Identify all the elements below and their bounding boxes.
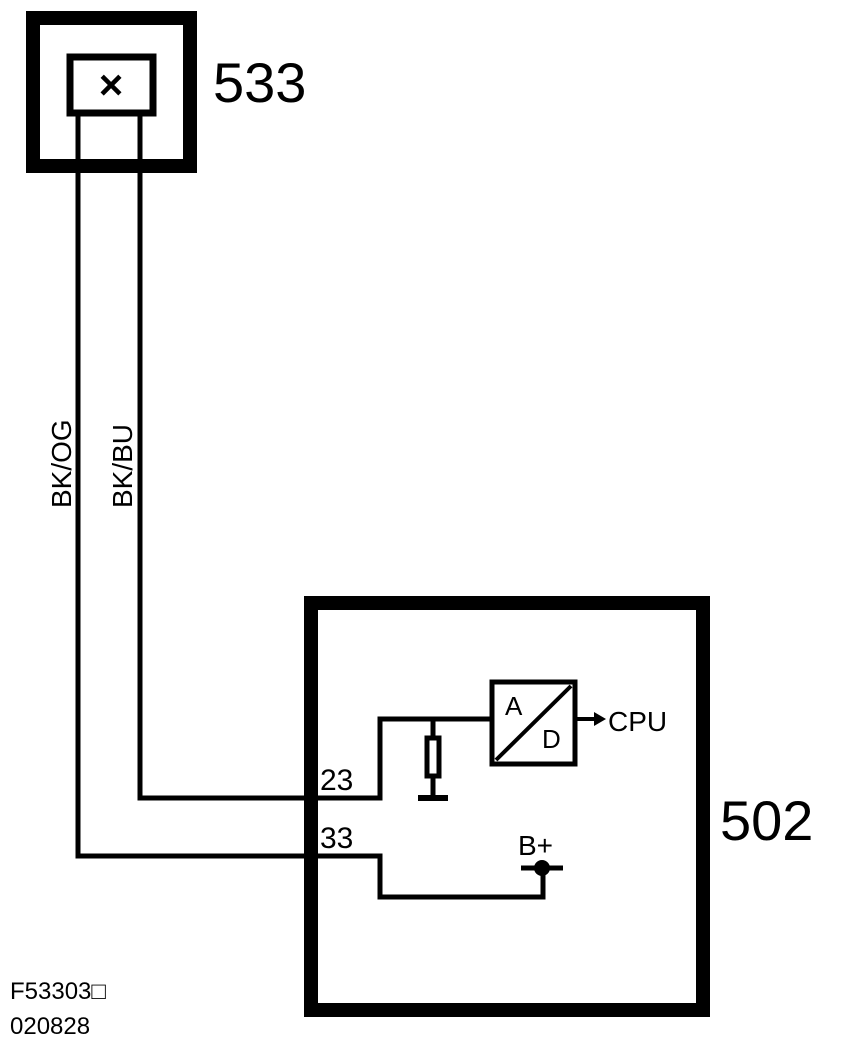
resistor-to-ground bbox=[418, 719, 448, 801]
figure-code: F53303□ bbox=[10, 978, 106, 1005]
sensor-id-label: 533 bbox=[213, 51, 306, 114]
wire-label-bk-og: BK/OG bbox=[46, 419, 77, 508]
sensor-533: × 533 bbox=[26, 11, 306, 173]
ad-converter-a-label: A bbox=[505, 691, 523, 721]
arrow-right-icon bbox=[594, 712, 606, 726]
b-plus-node bbox=[534, 860, 550, 876]
wire-bk-og bbox=[75, 113, 546, 900]
wire-harness: BK/OG BK/BU bbox=[46, 113, 546, 900]
pin-23-label: 23 bbox=[320, 764, 353, 797]
sensor-outer-box bbox=[26, 11, 197, 173]
module-502: 502 23 33 A D CPU B+ bbox=[304, 596, 813, 1017]
ad-converter: A D bbox=[489, 679, 578, 767]
ad-converter-d-label: D bbox=[542, 724, 561, 754]
figure-date: 020828 bbox=[10, 1013, 90, 1040]
b-plus-label: B+ bbox=[518, 830, 553, 861]
cpu-label: CPU bbox=[608, 706, 667, 737]
pin-33-label: 33 bbox=[320, 822, 353, 855]
cpu-output: CPU bbox=[575, 706, 667, 737]
battery-supply: B+ bbox=[518, 830, 563, 876]
figure-reference: F53303□ 020828 bbox=[10, 978, 106, 1040]
wire-bk-bu bbox=[137, 113, 492, 801]
module-box bbox=[304, 596, 710, 1017]
module-id-label: 502 bbox=[720, 789, 813, 852]
resistor-body bbox=[424, 735, 442, 779]
ad-converter-diagonal bbox=[494, 684, 573, 762]
sensor-symbol: × bbox=[99, 61, 124, 108]
ad-converter-box bbox=[489, 679, 578, 767]
wire-label-bk-bu: BK/BU bbox=[107, 424, 138, 508]
sensor-inner-box bbox=[66, 53, 157, 117]
